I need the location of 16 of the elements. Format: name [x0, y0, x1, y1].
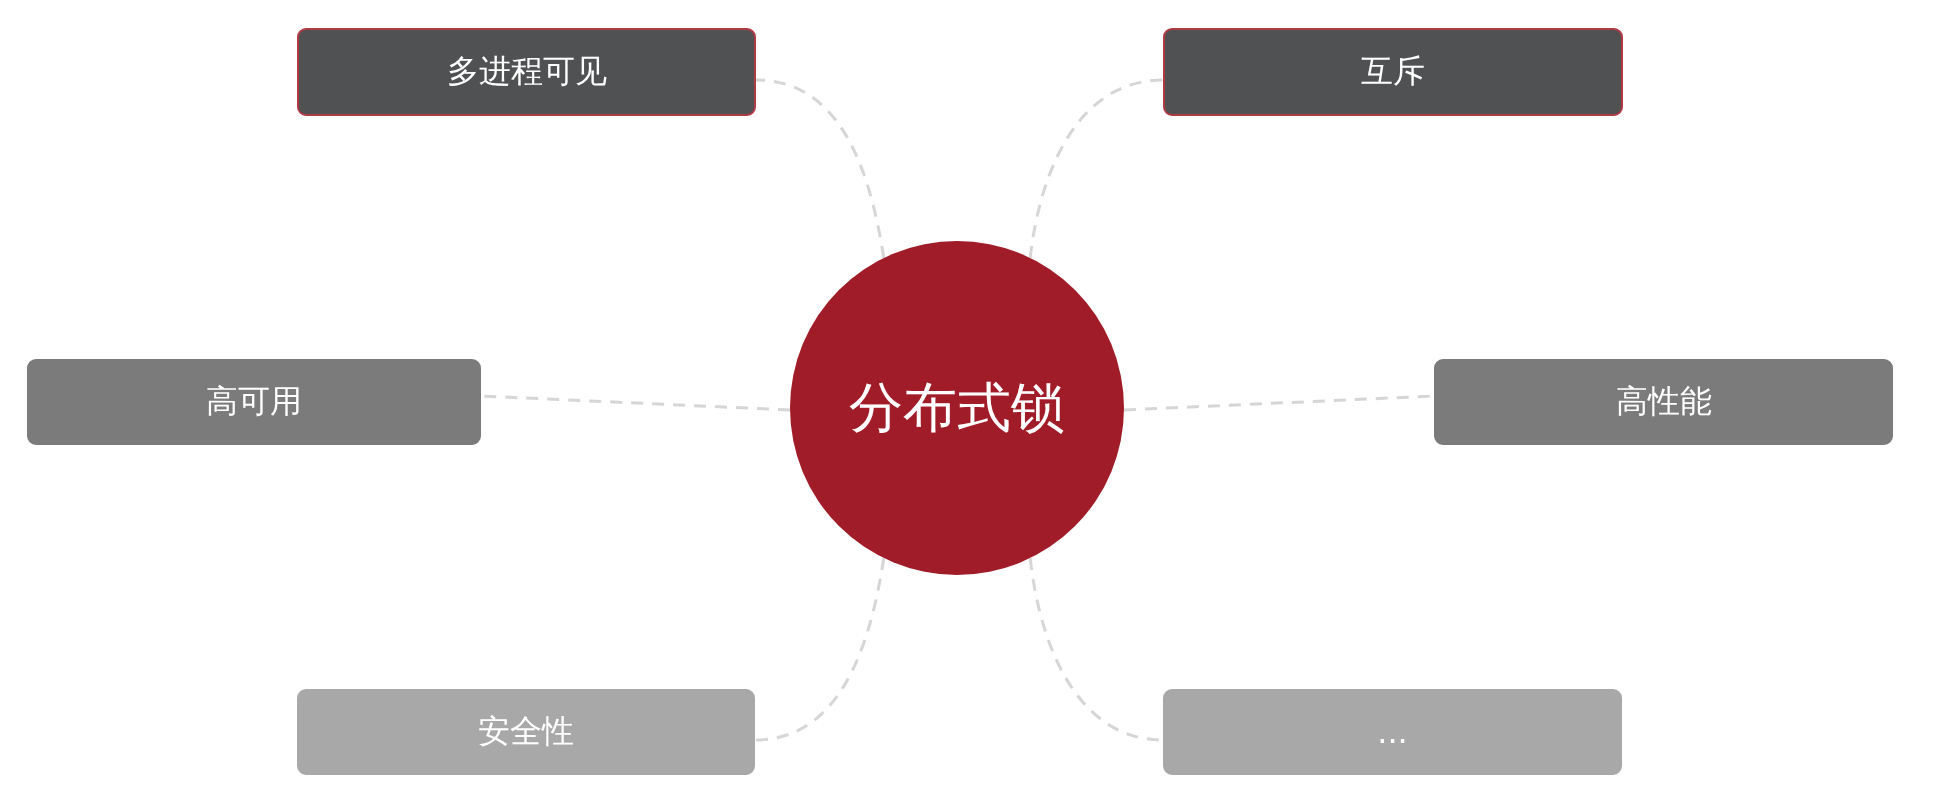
connector — [754, 557, 886, 742]
node-label: 安全性 — [478, 711, 574, 752]
topic-box — [27, 359, 481, 445]
node-label: 互斥 — [1361, 51, 1425, 92]
topic-box — [297, 689, 755, 775]
node-label: 多进程可见 — [446, 51, 607, 92]
node-label: 高性能 — [1615, 381, 1712, 422]
connector — [755, 78, 886, 259]
topic-box — [1163, 28, 1623, 116]
topic-box — [1163, 689, 1622, 775]
node-label: 高可用 — [206, 381, 302, 422]
node-label: ... — [1377, 713, 1408, 751]
topic-box — [297, 28, 756, 116]
connector — [1028, 78, 1164, 259]
node-label: 分布式锁 — [849, 374, 1065, 441]
topic-box — [1434, 359, 1893, 445]
